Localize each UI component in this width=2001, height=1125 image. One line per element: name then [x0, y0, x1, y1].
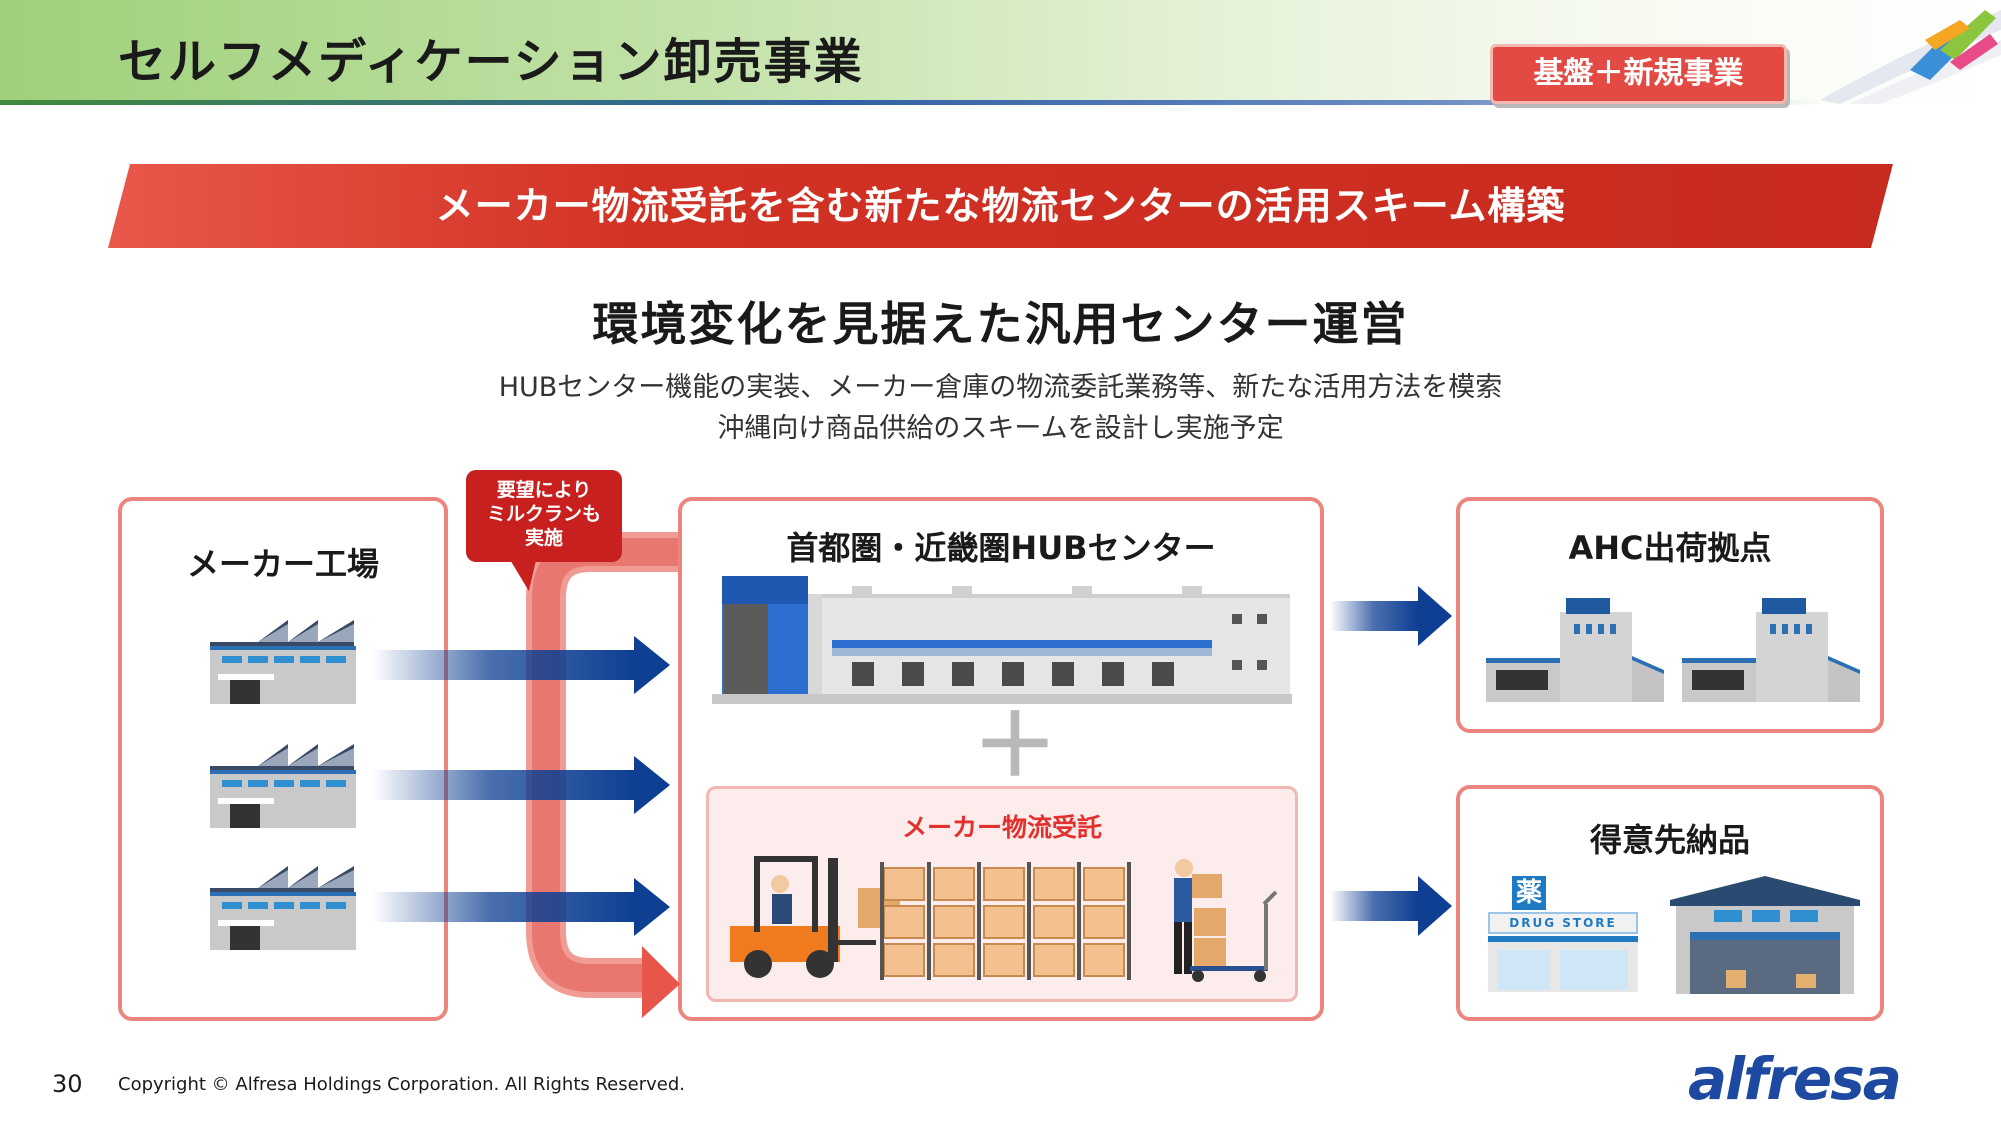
warehouse-forklift-icon	[730, 856, 1278, 982]
arrow-to-ahc	[1330, 586, 1452, 646]
header-underline	[0, 100, 1820, 105]
page-title: セルフメディケーション卸売事業	[118, 34, 864, 90]
business-badge: 基盤＋新規事業	[1490, 44, 1787, 104]
ahc-building-icon-1	[1486, 598, 1664, 702]
drugstore-kanji-sign: 薬	[1512, 876, 1546, 910]
ahc-title: AHC出荷拠点	[1568, 529, 1772, 567]
page-number: 30	[52, 1070, 83, 1098]
copyright: Copyright © Alfresa Holdings Corporation…	[118, 1074, 685, 1095]
ahc-building-icon-2	[1682, 598, 1860, 702]
subheading: 環境変化を見据えた汎用センター運営	[592, 297, 1409, 351]
banner-background	[108, 164, 1893, 248]
callout-line-1: 要望により	[496, 479, 592, 501]
customer-warehouse-icon	[1670, 876, 1860, 994]
plus-icon: ＋	[972, 696, 1058, 796]
alfresa-logo: alfresa	[1688, 1045, 1902, 1113]
description-line-1: HUBセンター機能の実装、メーカー倉庫の物流委託業務等、新たな活用方法を模索	[498, 372, 1503, 403]
arrow-factory-3	[372, 878, 670, 936]
factory-icon-3	[210, 866, 356, 950]
drugstore-door	[1498, 950, 1550, 990]
factories-title: メーカー工場	[186, 545, 379, 583]
arrow-to-customers	[1330, 876, 1452, 936]
manufacturer-logistics-label: メーカー物流受託	[901, 813, 1102, 842]
hub-center-title: 首都圏・近畿圏HUBセンター	[786, 529, 1216, 567]
customers-title: 得意先納品	[1589, 821, 1750, 859]
drugstore-icon: 薬 DRUG STORE	[1488, 876, 1638, 994]
corner-decoration-icon	[1820, 10, 2001, 104]
drugstore-window	[1560, 950, 1628, 990]
callout-line-2: ミルクランも	[486, 503, 601, 525]
banner-text: メーカー物流受託を含む新たな物流センターの活用スキーム構築	[435, 184, 1566, 228]
callout-line-3: 実施	[524, 527, 563, 549]
milk-run-callout: 要望により ミルクランも 実施	[466, 470, 622, 562]
drugstore-front	[1488, 936, 1638, 992]
factory-icon-2	[210, 744, 356, 828]
arrow-factory-1	[372, 636, 670, 694]
description-line-2: 沖縄向け商品供給のスキームを設計し実施予定	[717, 413, 1284, 444]
arrow-factory-2	[372, 756, 670, 814]
factory-icon-1	[210, 620, 356, 704]
blue-arrows-left	[372, 636, 670, 936]
hub-center-building-icon	[712, 576, 1292, 704]
drugstore-sign: DRUG STORE	[1488, 912, 1638, 934]
